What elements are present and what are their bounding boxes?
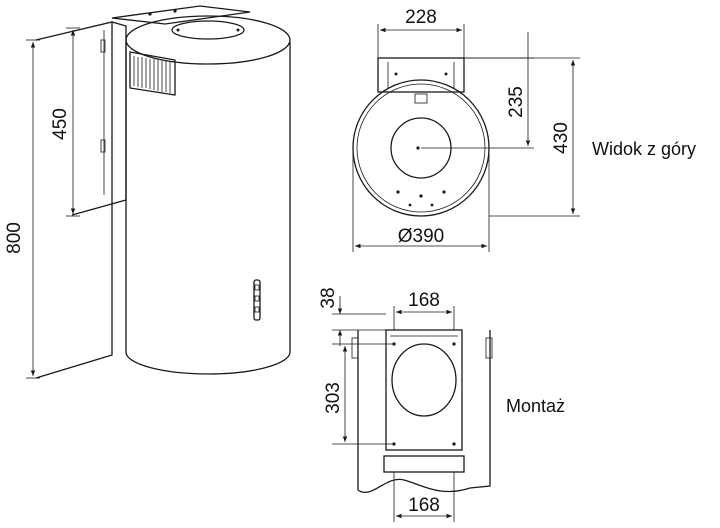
- mount-bottom-plate: [383, 455, 465, 473]
- vent-grille: [129, 51, 176, 96]
- top-view-caption: Widok z góry: [592, 139, 696, 159]
- bracket-slot: [100, 39, 106, 53]
- dim-bottom-width-label: 168: [408, 495, 440, 516]
- dim-hole-spacing-label: 303: [323, 382, 344, 414]
- control-button: [254, 306, 260, 313]
- dim-bracket-height-label: 450: [50, 108, 71, 140]
- control-button: [254, 295, 260, 302]
- mount-wall-outline: [357, 330, 491, 493]
- screw-hole-icon: [176, 28, 180, 32]
- vent-grille: [485, 337, 493, 359]
- dim-to-center-label: 235: [506, 86, 527, 118]
- mount-view: 38 303 168 168 Montaż: [318, 287, 565, 522]
- wall-outline: [35, 21, 113, 379]
- dim-diameter-label: Ø390: [398, 226, 444, 247]
- dim-top-offset-label: 38: [318, 287, 339, 308]
- dim-bracket-width-label: 228: [405, 7, 437, 28]
- top-bracket: [377, 57, 465, 93]
- screw-hole-icon: [173, 9, 177, 13]
- control-button: [254, 284, 260, 291]
- screw-hole-icon: [148, 12, 152, 16]
- vent-grille: [351, 337, 359, 359]
- screw-hole-icon: [236, 28, 240, 32]
- exhaust-opening: [171, 20, 245, 40]
- wall-bracket: [71, 21, 127, 216]
- dim-total-height-label: 800: [4, 222, 25, 254]
- control-panel: [253, 279, 261, 321]
- dim-depth-label: 430: [551, 122, 572, 154]
- dim-top-width-label: 168: [408, 290, 440, 311]
- hood-top-rim: [125, 15, 291, 65]
- mount-opening: [391, 343, 457, 417]
- bracket-slot: [100, 139, 106, 153]
- top-view: 228 Ø390 235 430 Widok z góry: [352, 7, 696, 252]
- vent-slats: [133, 56, 171, 93]
- hood-cylinder: [125, 42, 291, 375]
- side-view: 800 450: [4, 5, 291, 379]
- mount-bracket-frame: [385, 329, 463, 451]
- top-plate: [111, 5, 251, 25]
- mount-view-caption: Montaż: [506, 396, 565, 416]
